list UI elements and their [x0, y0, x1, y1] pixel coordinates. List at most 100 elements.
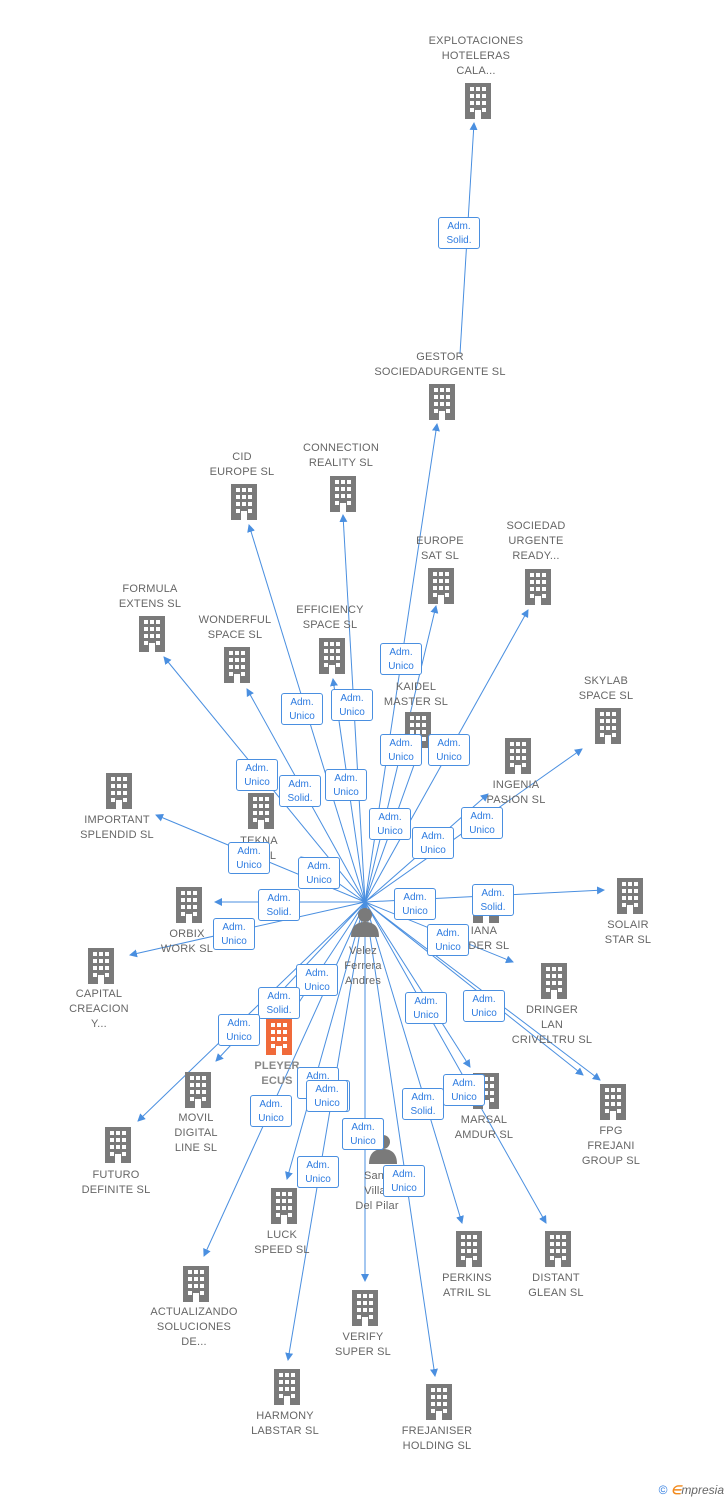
building-icon-frejaniser[interactable]	[426, 1384, 452, 1420]
building-icon-harmony[interactable]	[274, 1369, 300, 1405]
building-icon-solair[interactable]	[617, 878, 643, 914]
building-icon-efficiency[interactable]	[319, 638, 345, 674]
building-icon-important[interactable]	[106, 773, 132, 809]
empresia-logo-e: ∈	[670, 1483, 682, 1497]
building-icon-luck[interactable]	[271, 1188, 297, 1224]
building-icon-verify[interactable]	[352, 1290, 378, 1326]
role-badge[interactable]: Adm.Unico	[380, 734, 422, 766]
role-badge[interactable]: Adm.Solid.	[438, 217, 480, 249]
role-badge[interactable]: Adm.Solid.	[279, 775, 321, 807]
role-badge[interactable]: Adm.Unico	[331, 689, 373, 721]
building-icon-capital[interactable]	[88, 948, 114, 984]
company-label-explotaciones-line: EXPLOTACIONES	[428, 35, 524, 47]
building-icon-perkins[interactable]	[456, 1231, 482, 1267]
role-badge[interactable]: Adm.Unico	[325, 769, 367, 801]
building-icon-fpg[interactable]	[600, 1084, 626, 1120]
building-icon-wonderful[interactable]	[224, 647, 250, 683]
building-icon-explotaciones[interactable]	[465, 83, 491, 119]
role-badge[interactable]: Adm.Unico	[298, 857, 340, 889]
role-badge[interactable]: Adm.Unico	[369, 808, 411, 840]
role-badge-text: Unico	[304, 982, 330, 993]
role-badge-text: Unico	[333, 787, 359, 798]
building-icon-connection[interactable]	[330, 476, 356, 512]
role-badge[interactable]: Adm.Unico	[250, 1095, 292, 1127]
role-badge[interactable]: Adm.Unico	[394, 888, 436, 920]
company-label-distant-line: GLEAN SL	[528, 1287, 584, 1299]
building-icon-ingenia[interactable]	[505, 738, 531, 774]
role-badge[interactable]: Adm.Solid.	[258, 889, 300, 921]
building-icon-actualizando[interactable]	[183, 1266, 209, 1302]
company-label-luck-line: SPEED SL	[254, 1244, 310, 1256]
role-badge[interactable]: Adm.Unico	[443, 1074, 485, 1106]
role-badge[interactable]: Adm.Solid.	[258, 987, 300, 1019]
role-badge[interactable]: Adm.Solid.	[472, 884, 514, 916]
role-badge[interactable]: Adm.Unico	[427, 924, 469, 956]
role-badge-text: Unico	[377, 826, 403, 837]
company-label-perkins-line: PERKINS	[442, 1272, 492, 1284]
building-icon-tekna[interactable]	[248, 793, 274, 829]
role-badge-text: Adm.	[288, 779, 312, 790]
company-label-iana[interactable]: IANA...DER SL	[414, 924, 554, 954]
building-icon-skylab[interactable]	[595, 708, 621, 744]
building-icon-europe-sat[interactable]	[428, 568, 454, 604]
role-badge[interactable]: Adm.Unico	[383, 1165, 425, 1197]
building-icon-formula[interactable]	[139, 616, 165, 652]
building-icon-distant[interactable]	[545, 1231, 571, 1267]
role-badge[interactable]: Adm.Unico	[281, 693, 323, 725]
role-badge[interactable]: Adm.Unico	[297, 1156, 339, 1188]
company-label-distant[interactable]: DISTANT GLEAN SL	[486, 1271, 626, 1301]
role-badge[interactable]: Adm.Unico	[405, 992, 447, 1024]
building-icon-sociedad-urgente[interactable]	[525, 569, 551, 605]
role-badge[interactable]: Adm.Unico	[213, 918, 255, 950]
building-icon-dringer[interactable]	[541, 963, 567, 999]
company-label-wonderful-line: SPACE SL	[207, 629, 263, 641]
building-icon-orbix[interactable]	[176, 887, 202, 923]
role-badge[interactable]: Adm.Solid.	[402, 1088, 444, 1120]
role-badge[interactable]: Adm.Unico	[428, 734, 470, 766]
building-icon-cid[interactable]	[231, 484, 257, 520]
role-badge[interactable]: Adm.Unico	[218, 1014, 260, 1046]
role-badge-text: Adm.	[414, 996, 438, 1007]
role-badge[interactable]: Adm.Unico	[306, 1080, 348, 1112]
role-badge[interactable]: Adm.Unico	[236, 759, 278, 791]
role-badge[interactable]: Adm.Unico	[296, 964, 338, 996]
role-badge[interactable]: Adm.Unico	[463, 990, 505, 1022]
role-badge[interactable]: Adm.Unico	[380, 643, 422, 675]
company-label-distant-line: DISTANT	[532, 1272, 580, 1284]
role-badge[interactable]: Adm.Unico	[342, 1118, 384, 1150]
building-icon-gestor[interactable]	[429, 384, 455, 420]
role-badge[interactable]: Adm.Unico	[228, 842, 270, 874]
building-icon-pleyer[interactable]	[266, 1019, 292, 1055]
role-badge[interactable]: Adm.Unico	[461, 807, 503, 839]
role-badge[interactable]: Adm.Unico	[412, 827, 454, 859]
